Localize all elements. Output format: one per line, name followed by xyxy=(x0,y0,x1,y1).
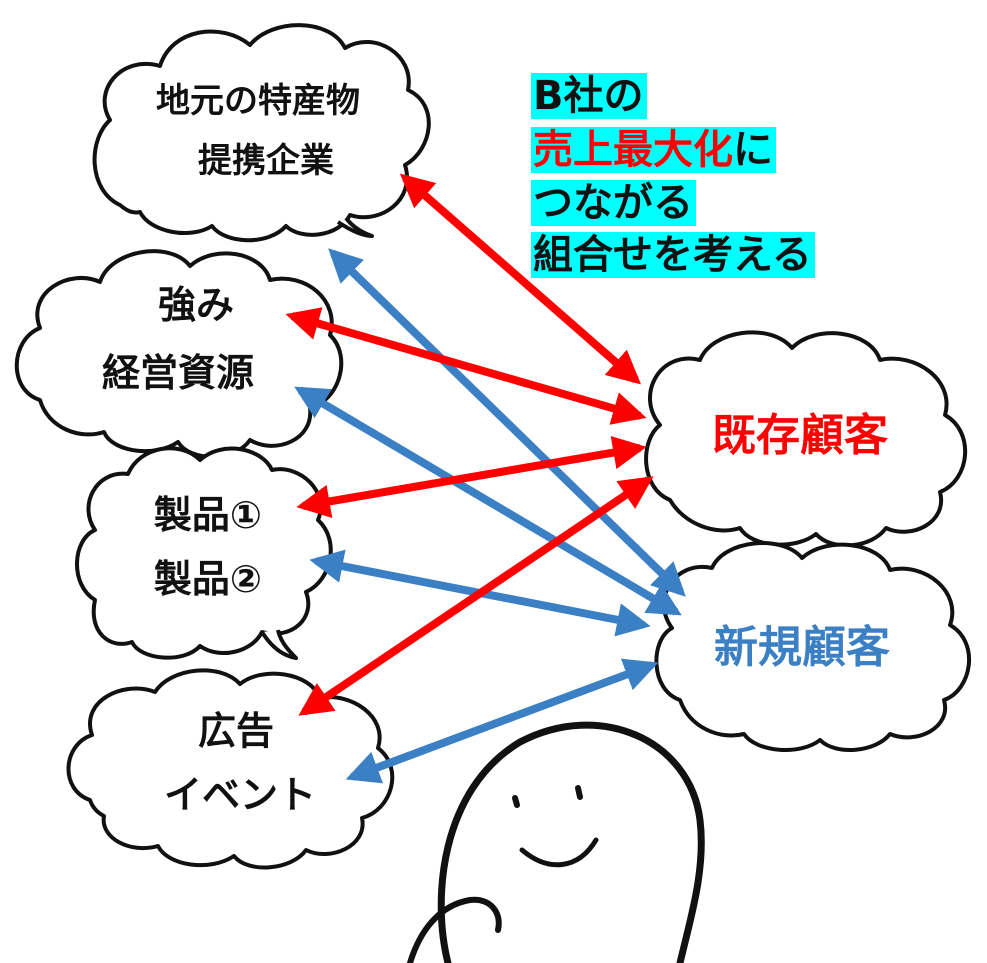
cloud-products xyxy=(75,446,333,660)
cloud-ads xyxy=(66,668,395,870)
arrow-ads-new xyxy=(345,658,659,784)
arrow-ads-existing xyxy=(298,476,654,716)
caption-line-4: 組合せを考える xyxy=(531,232,815,278)
arrow-strengths-existing xyxy=(285,307,647,425)
caption-highlight: 売上最大化 xyxy=(533,127,733,173)
caption-line-2-rest: に xyxy=(733,127,773,173)
strengths-label-line1: 強み xyxy=(158,283,234,327)
products-label-line1: 製品① xyxy=(154,493,262,537)
new-customers-label: 新規顧客 xyxy=(714,622,890,673)
products-label-line2: 製品② xyxy=(154,557,262,601)
thinking-person-illustration xyxy=(407,721,705,963)
existing-customers-label: 既存顧客 xyxy=(712,410,888,461)
ads-label-line2: イベント xyxy=(164,773,316,817)
strengths-label-line2: 経営資源 xyxy=(102,351,254,395)
arrow-partners-new xyxy=(328,248,686,597)
cloud-partners xyxy=(92,23,431,243)
caption-line-3: つながる xyxy=(531,180,696,226)
caption-line-2: 売上最大化に xyxy=(531,127,776,173)
partners-label-line1: 地元の特産物 xyxy=(156,81,360,121)
caption-line-1: B社の xyxy=(531,73,647,119)
ads-label-line1: 広告 xyxy=(198,709,274,753)
partners-label-line2: 提携企業 xyxy=(198,141,334,181)
connection-arrows xyxy=(285,173,686,784)
